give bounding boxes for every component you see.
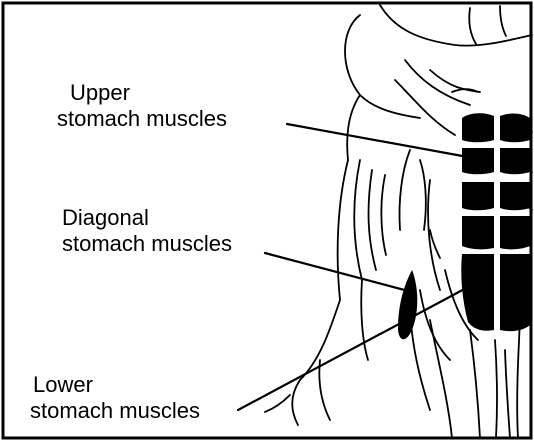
lower-ab-right xyxy=(500,216,530,249)
label-lower-line2: stomach muscles xyxy=(30,398,200,424)
lower-abdominal-block-right xyxy=(500,254,530,331)
label-diagonal-stomach-muscles: Diagonal stomach muscles xyxy=(62,205,232,257)
pointer-upper xyxy=(287,124,468,157)
label-diagonal-line2: stomach muscles xyxy=(62,231,232,257)
upper-ab-left-1 xyxy=(462,113,494,142)
label-upper-line1: Upper xyxy=(70,80,227,106)
label-upper-stomach-muscles: Upper stomach muscles xyxy=(70,80,227,132)
label-lower-line1: Lower xyxy=(33,372,200,398)
label-diagonal-line1: Diagonal xyxy=(62,205,232,231)
label-lower-stomach-muscles: Lower stomach muscles xyxy=(33,372,200,424)
label-upper-line2: stomach muscles xyxy=(57,106,227,132)
upper-ab-right-2 xyxy=(500,148,530,174)
mid-ab-right xyxy=(500,182,530,210)
diagonal-oblique-muscle xyxy=(398,270,417,339)
lower-ab-left xyxy=(462,216,494,249)
pointer-lines xyxy=(238,124,470,410)
upper-ab-right-1 xyxy=(500,114,530,143)
mid-ab-left xyxy=(462,182,494,210)
lower-abdominal-block xyxy=(461,254,494,331)
upper-ab-left-2 xyxy=(462,148,494,174)
